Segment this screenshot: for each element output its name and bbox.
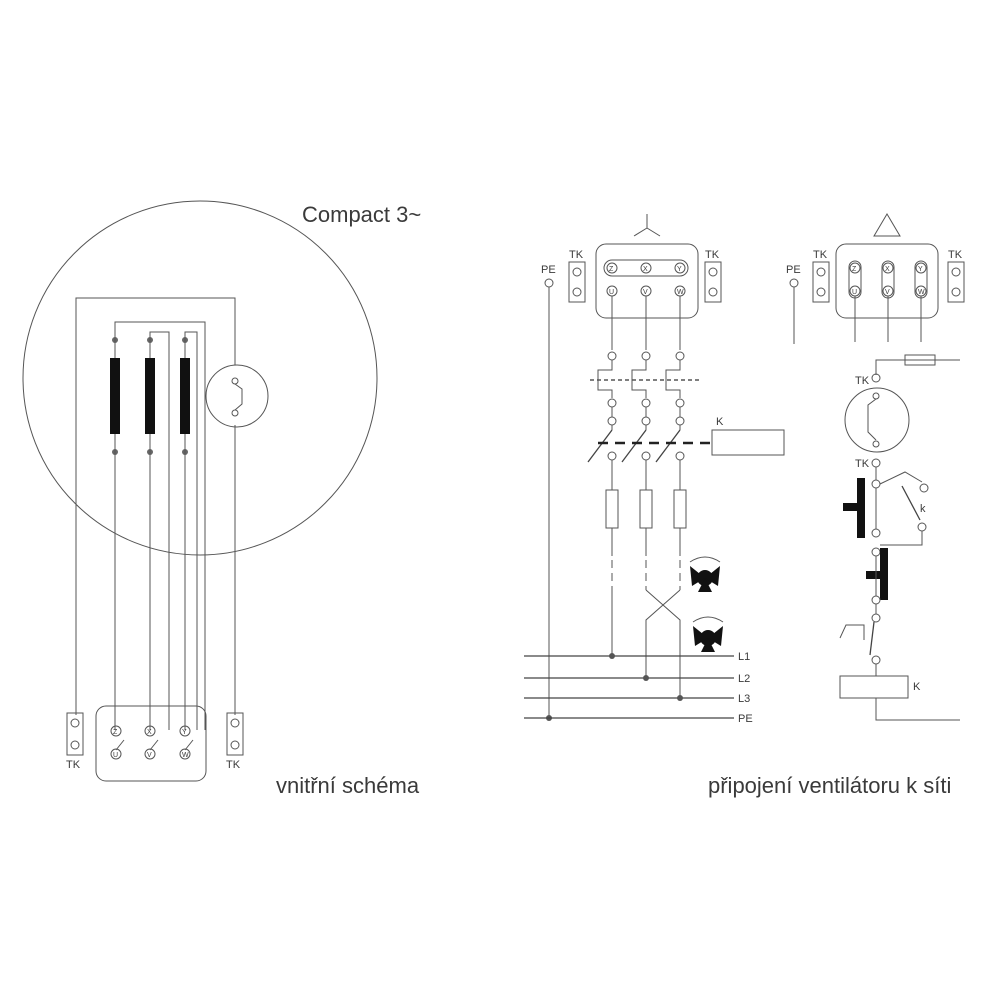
page-title: Compact 3~ bbox=[302, 202, 421, 227]
svg-text:V: V bbox=[643, 289, 648, 296]
svg-text:TK: TK bbox=[855, 375, 870, 387]
timer-pulse-symbol bbox=[839, 624, 865, 640]
winding-3 bbox=[180, 358, 190, 434]
mains-connection-star: Z X Y U V W TK TK PE bbox=[524, 214, 785, 725]
terminal-box-delta bbox=[835, 243, 939, 319]
control-fuse bbox=[904, 354, 936, 366]
svg-text:X: X bbox=[643, 266, 648, 273]
fan-rotation-icon-2 bbox=[692, 616, 724, 652]
fan-rotation-icon-1 bbox=[689, 556, 721, 592]
svg-text:U: U bbox=[609, 289, 614, 296]
svg-text:V: V bbox=[147, 752, 152, 759]
svg-text:TK: TK bbox=[855, 458, 870, 470]
pe-label: PE bbox=[541, 264, 556, 276]
terminal-box-left bbox=[95, 705, 207, 782]
fuse-1 bbox=[605, 489, 619, 529]
control-circuit-delta: Z X Y U V W TK TK PE TK TK bbox=[708, 213, 965, 798]
contactor-label: K bbox=[716, 416, 724, 428]
svg-text:V: V bbox=[885, 289, 890, 296]
tk-terminal-left bbox=[66, 712, 84, 756]
tk-label-left: TK bbox=[66, 759, 81, 771]
contactor-coil-k bbox=[711, 429, 785, 456]
svg-text:TK: TK bbox=[948, 249, 963, 261]
control-thermal-circle bbox=[844, 387, 910, 453]
svg-text:PE: PE bbox=[786, 264, 801, 276]
fuse-3 bbox=[673, 489, 687, 529]
l2-label: L2 bbox=[738, 673, 750, 685]
coil-k bbox=[839, 675, 909, 699]
svg-text:Z: Z bbox=[609, 266, 614, 273]
winding-1 bbox=[110, 358, 120, 434]
delta-connection-symbol bbox=[873, 213, 901, 237]
svg-text:TK: TK bbox=[813, 249, 828, 261]
svg-text:W: W bbox=[677, 289, 684, 296]
caption-mains: připojení ventilátoru k síti bbox=[708, 773, 951, 798]
motor-housing-circle bbox=[22, 200, 378, 556]
winding-2 bbox=[145, 358, 155, 434]
coil-label: K bbox=[913, 681, 921, 693]
aux-contact-label: k bbox=[920, 503, 926, 515]
svg-text:TK: TK bbox=[705, 249, 720, 261]
svg-text:X: X bbox=[885, 266, 890, 273]
svg-text:TK: TK bbox=[569, 249, 584, 261]
fuse-2 bbox=[639, 489, 653, 529]
svg-text:Y: Y bbox=[182, 729, 187, 736]
svg-text:X: X bbox=[147, 729, 152, 736]
pe-line-label: PE bbox=[738, 713, 753, 725]
svg-text:Y: Y bbox=[918, 266, 923, 273]
svg-text:Y: Y bbox=[677, 266, 682, 273]
caption-internal: vnitřní schéma bbox=[276, 773, 420, 798]
tk-terminal-right bbox=[226, 712, 244, 756]
svg-text:Z: Z bbox=[852, 266, 857, 273]
svg-text:W: W bbox=[918, 289, 925, 296]
svg-text:W: W bbox=[182, 752, 189, 759]
l1-label: L1 bbox=[738, 651, 750, 663]
terminal-row-bottom: U V W bbox=[110, 748, 191, 760]
mains-lines: L1 L2 L3 PE bbox=[524, 651, 753, 725]
svg-text:U: U bbox=[852, 289, 857, 296]
l3-label: L3 bbox=[738, 693, 750, 705]
svg-text:Z: Z bbox=[113, 729, 118, 736]
star-connection-symbol bbox=[633, 214, 661, 237]
tk-label-right: TK bbox=[226, 759, 241, 771]
terminal-box-star bbox=[595, 243, 699, 319]
thermal-contact-circle bbox=[205, 364, 269, 428]
internal-schematic: Z X Y U V W TK TK vnitřní schéma bbox=[22, 200, 420, 798]
terminal-row-top: Z X Y bbox=[110, 725, 191, 737]
svg-text:U: U bbox=[113, 752, 118, 759]
